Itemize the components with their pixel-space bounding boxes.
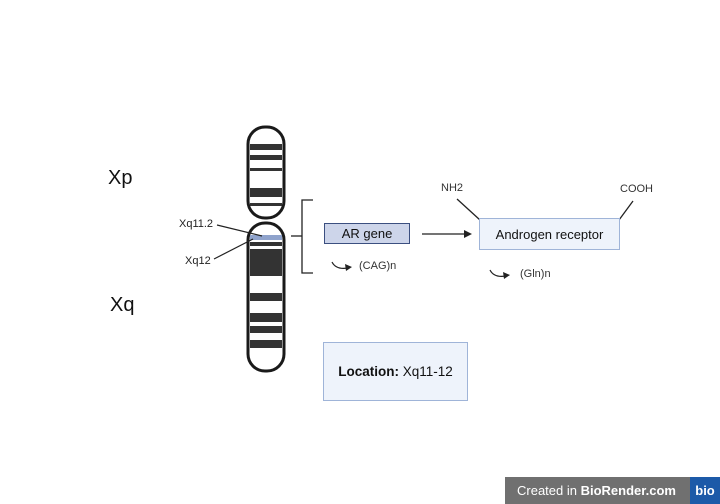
band-label-xq11-2: Xq11.2 <box>179 218 214 230</box>
cooh-line <box>618 200 634 221</box>
band-label-xq12: Xq12 <box>185 255 211 267</box>
badge-prefix: Created in <box>517 483 581 498</box>
xq-arm-label: Xq <box>110 294 135 316</box>
location-key: Location: <box>338 364 399 379</box>
q-arm-band-2 <box>250 249 282 276</box>
p-arm-band-2 <box>250 155 282 160</box>
cag-arrowhead <box>345 264 352 271</box>
ar-gene-box: AR gene <box>324 223 410 244</box>
gln-arrowhead <box>503 272 510 279</box>
p-arm-band-1 <box>250 144 282 150</box>
q-arm-band-5 <box>250 326 282 333</box>
translation-arrowhead <box>464 230 472 238</box>
biorender-logo-icon: bio <box>690 477 720 504</box>
location-box: Location: Xq11-12 <box>323 342 468 401</box>
androgen-receptor-box: Androgen receptor <box>479 218 620 250</box>
xp-arm-label: Xp <box>108 167 133 189</box>
cooh-label: COOH <box>620 183 653 195</box>
q-arm-band-3 <box>250 293 282 301</box>
cag-repeat-label: (CAG)n <box>359 260 397 272</box>
ar-gene-label: AR gene <box>341 226 393 241</box>
gln-repeat-label: (Gln)n <box>520 268 551 280</box>
q-arm-band-1 <box>250 242 282 246</box>
region-bracket <box>301 199 313 274</box>
location-value: Xq11-12 <box>398 364 453 379</box>
nh2-line <box>456 198 481 221</box>
badge-brand: BioRender.com <box>580 483 676 498</box>
leader-xq11-2 <box>216 224 263 237</box>
q-arm-band-6 <box>250 340 282 348</box>
p-arm-band-5 <box>250 203 282 206</box>
q-arm-band-4 <box>250 313 282 322</box>
leader-xq12 <box>213 238 254 260</box>
badge-text: Created in BioRender.com <box>505 483 690 498</box>
nh2-label: NH2 <box>441 182 464 194</box>
chromosome-x <box>246 125 286 373</box>
p-arm-band-3 <box>250 168 282 171</box>
q-arm-band-highlight <box>250 235 282 240</box>
p-arm-band-4 <box>250 188 282 197</box>
biorender-badge[interactable]: Created in BioRender.com bio <box>505 477 720 504</box>
androgen-receptor-label: Androgen receptor <box>495 226 604 242</box>
